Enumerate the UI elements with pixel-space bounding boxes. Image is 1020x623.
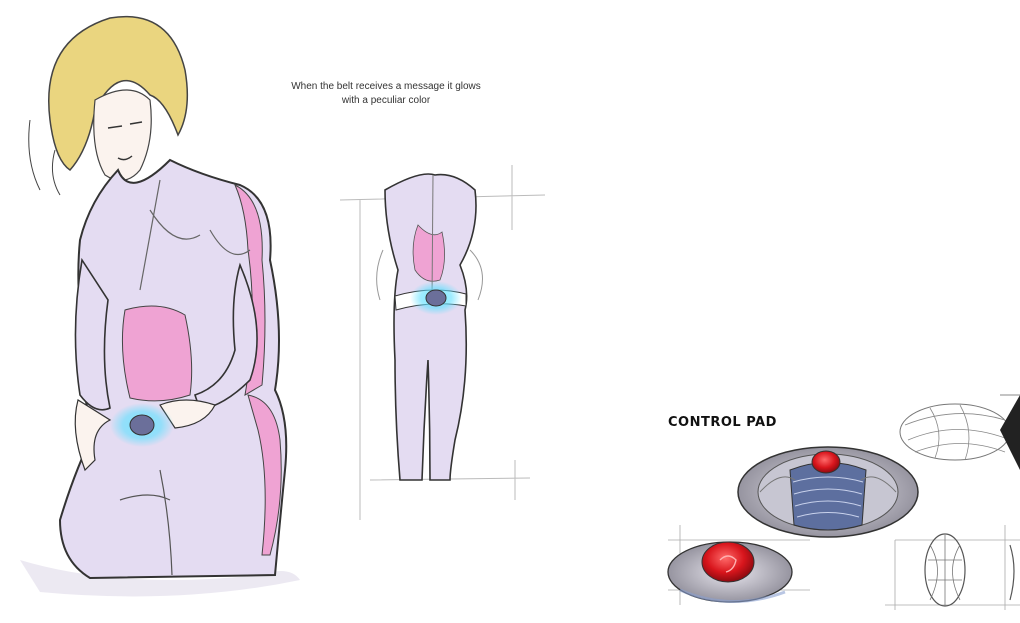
belt-caption: When the belt receives a message it glow… [236, 80, 536, 108]
face [94, 90, 152, 180]
control-pad-main [738, 447, 918, 537]
suit-torso [385, 174, 476, 480]
middle-figure [340, 165, 545, 520]
caption-line-1: When the belt receives a message it glow… [236, 80, 536, 94]
wireframe-bottom [885, 525, 1020, 610]
caption-line-2: with a peculiar color [236, 94, 536, 108]
control-pad-small [668, 525, 810, 605]
control-pad-label: CONTROL PAD [668, 415, 777, 430]
wireframe-top [900, 395, 1020, 470]
